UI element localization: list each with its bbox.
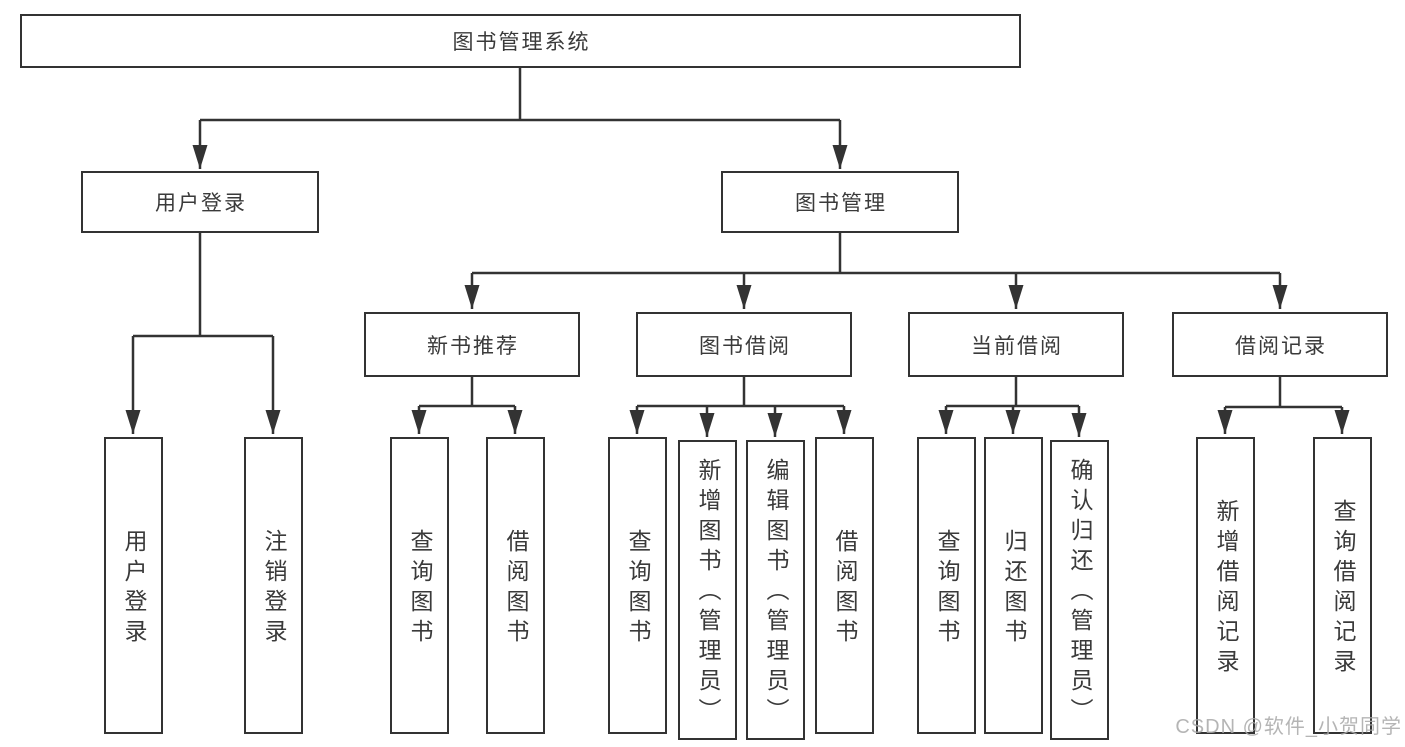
- node-label: 借阅记录: [1235, 334, 1327, 358]
- edge-book-management-children: [464, 233, 1288, 309]
- node-library-management-system: 图书管理系统: [20, 14, 1021, 68]
- edge-new-book-rec-children: [411, 377, 523, 434]
- edge-book-borrowing-children: [629, 377, 852, 437]
- node-borrowing-records: 借阅记录: [1172, 312, 1388, 377]
- node-label: 查询图书: [934, 528, 960, 649]
- edge-borrowing-records-children: [1217, 377, 1350, 434]
- node-book-borrowing: 图书借阅: [636, 312, 852, 377]
- node-label: 新增借阅记录: [1213, 498, 1239, 679]
- node-label: 查询图书: [625, 528, 651, 649]
- node-query-borrow-record: 查询借阅记录: [1313, 437, 1372, 734]
- node-label: 当前借阅: [971, 334, 1063, 358]
- node-return-book: 归还图书: [984, 437, 1043, 734]
- node-label: 图书借阅: [699, 334, 791, 358]
- node-query-book-1: 查询图书: [390, 437, 449, 734]
- edge-user-login-children: [125, 233, 281, 434]
- node-label: 查询图书: [407, 528, 433, 649]
- node-label: 确认归还（管理员）: [1067, 458, 1093, 728]
- node-add-book-admin: 新增图书（管理员）: [678, 440, 737, 740]
- node-current-borrowing: 当前借阅: [908, 312, 1124, 377]
- node-borrow-book-1: 借阅图书: [486, 437, 545, 734]
- node-borrow-book-2: 借阅图书: [815, 437, 874, 734]
- node-add-borrow-record: 新增借阅记录: [1196, 437, 1255, 734]
- node-edit-book-admin: 编辑图书（管理员）: [746, 440, 805, 740]
- node-query-book-3: 查询图书: [917, 437, 976, 734]
- csdn-watermark: CSDN @软件_小贺同学: [1175, 716, 1402, 738]
- node-logout: 注销登录: [244, 437, 303, 734]
- node-book-management: 图书管理: [721, 171, 959, 233]
- node-label: 图书管理: [795, 192, 887, 215]
- node-label: 查询借阅记录: [1330, 498, 1356, 679]
- node-user-login: 用户登录: [81, 171, 319, 233]
- node-label: 归还图书: [1001, 528, 1027, 649]
- node-label: 借阅图书: [503, 528, 529, 649]
- node-label: 用户登录: [155, 192, 247, 215]
- node-login: 用户登录: [104, 437, 163, 734]
- node-label: 新增图书（管理员）: [695, 458, 721, 728]
- edge-current-borrowing-children: [938, 377, 1087, 437]
- edge-root-to-level2: [192, 68, 848, 169]
- node-label: 用户登录: [121, 528, 147, 649]
- node-query-book-2: 查询图书: [608, 437, 667, 734]
- node-label: 新书推荐: [427, 334, 519, 358]
- node-new-book-recommendation: 新书推荐: [364, 312, 580, 377]
- node-label: 注销登录: [261, 528, 287, 649]
- node-label: 图书管理系统: [452, 31, 591, 54]
- node-label: 借阅图书: [832, 528, 858, 649]
- node-label: 编辑图书（管理员）: [763, 458, 789, 728]
- node-confirm-return-admin: 确认归还（管理员）: [1050, 440, 1109, 740]
